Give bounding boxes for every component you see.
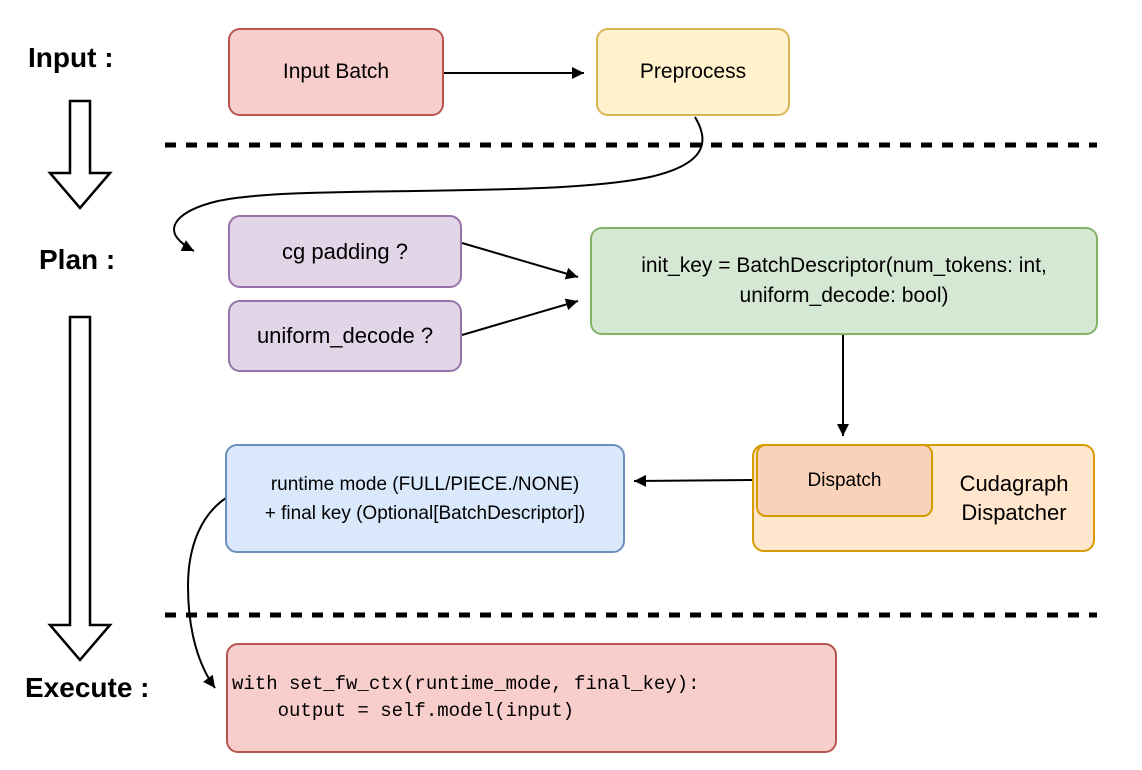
node-cudagraph-dispatcher-label: Cudagraph Dispatcher — [935, 446, 1093, 550]
node-init-key: init_key = BatchDescriptor(num_tokens: i… — [590, 227, 1098, 335]
stage-label-plan: Plan : — [39, 244, 116, 275]
node-cudagraph-line1: Cudagraph — [959, 471, 1069, 496]
node-uniform-decode: uniform_decode ? — [228, 300, 462, 372]
node-cudagraph-line2: Dispatcher — [961, 500, 1067, 525]
node-execute-code: with set_fw_ctx(runtime_mode, final_key)… — [226, 643, 837, 753]
node-input-batch: Input Batch — [228, 28, 444, 116]
down-arrow-plan-to-execute — [47, 315, 113, 662]
node-init-key-line2: uniform_decode: bool) — [739, 284, 949, 307]
node-cg-padding: cg padding ? — [228, 215, 462, 288]
arrow-runtime-mode-to-execute-code — [186, 497, 227, 689]
node-runtime-mode-line2: + final key (Optional[BatchDescriptor]) — [264, 502, 586, 524]
arrow-uniform-decode-to-init-key — [461, 298, 579, 336]
down-arrow-input-to-plan — [47, 99, 113, 210]
node-cg-padding-label: cg padding ? — [282, 238, 408, 264]
arrow-dispatch-to-runtime-mode — [633, 474, 753, 487]
arrow-cg-padding-to-init-key — [461, 242, 579, 280]
stage-label-input: Input : — [28, 42, 114, 73]
node-runtime-mode-line1: runtime mode (FULL/PIECE./NONE) — [270, 473, 580, 495]
node-dispatch: Dispatch — [756, 444, 933, 517]
node-preprocess: Preprocess — [596, 28, 790, 116]
node-execute-code-line1: with set_fw_ctx(runtime_mode, final_key)… — [232, 673, 700, 695]
stage-label-execute: Execute : — [25, 672, 150, 703]
node-preprocess-label: Preprocess — [639, 60, 747, 83]
node-runtime-mode: runtime mode (FULL/PIECE./NONE) + final … — [225, 444, 625, 553]
node-execute-code-line2: output = self.model(input) — [232, 700, 575, 722]
node-dispatch-label: Dispatch — [807, 469, 882, 491]
node-input-batch-label: Input Batch — [282, 60, 390, 83]
node-init-key-line1: init_key = BatchDescriptor(num_tokens: i… — [641, 254, 1047, 277]
node-uniform-decode-label: uniform_decode ? — [256, 323, 434, 348]
